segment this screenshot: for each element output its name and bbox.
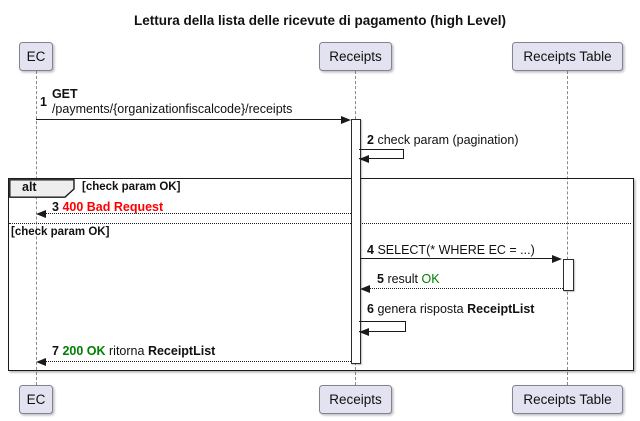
message-6-text: genera risposta [377,302,464,316]
participant-ec-bottom: EC [19,385,53,414]
message-6-self-arrow [359,321,406,322]
message-1-number: 1 [40,95,47,109]
message-6-object-text: ReceiptList [467,302,535,316]
message-2-self-arrow [403,149,404,159]
message-3-return-arrow [44,213,351,214]
alt-guard-else: [check param OK] [11,226,110,238]
message-6-label: 6 genera risposta ReceiptList [367,302,534,316]
message-7-status-text: 200 OK [62,344,106,358]
message-3-arrowhead-icon [36,209,46,218]
message-7-number: 7 [52,344,59,358]
message-7-text: ritorna [109,344,145,358]
message-5-label: 5 result OK [377,272,440,286]
participant-receipts-top: Receipts [319,42,392,71]
message-7-object-text: ReceiptList [147,344,216,358]
participant-receipts-table-top: Receipts Table [512,42,623,71]
participant-ec-label: EC [26,49,46,64]
message-3-number: 3 [52,200,59,214]
message-2-self-arrow [359,158,404,159]
message-4-arrowhead-icon [552,254,562,263]
message-3-label: 3 400 Bad Request [52,200,163,214]
participant-receipts-label: Receipts [329,392,382,407]
message-2-text: check param (pagination) [377,133,519,147]
participant-ec-top: EC [19,42,53,71]
message-6-self-arrow [405,321,406,331]
alt-else-divider [9,223,631,224]
message-7-arrowhead-icon [36,357,46,366]
message-2-number: 2 [367,133,374,147]
activation-bar-receipts-table [562,259,574,291]
message-2-label: 2 check param (pagination) [367,133,518,147]
participant-receipts-table-bottom: Receipts Table [512,385,623,414]
message-5-arrowhead-icon [360,284,370,293]
message-5-return-arrow [369,288,563,289]
participant-ec-label: EC [26,392,46,407]
message-7-return-arrow [44,361,351,362]
message-5-number: 5 [377,272,384,286]
lifeline-receipts-table [567,71,568,385]
message-6-self-arrow [359,331,406,332]
alt-frame [8,178,634,371]
message-1-label: 1 GET /payments/{organizationfiscalcode}… [40,87,292,117]
message-1-path: /payments/{organizationfiscalcode}/recei… [51,102,293,116]
participant-receipts-label: Receipts [329,49,382,64]
alt-guard-top: [check param OK] [82,181,181,193]
message-2-self-arrow [359,149,404,150]
message-1-arrow [36,119,342,120]
message-4-number: 4 [367,243,374,257]
message-1-method: GET [51,87,78,101]
message-6-number: 6 [367,302,374,316]
activation-bar-receipts [350,119,361,364]
message-7-label: 7 200 OK ritorna ReceiptList [52,344,215,358]
message-5-text: result [387,272,419,286]
alt-operator-pentagon [9,179,75,198]
alt-operator-label: alt [22,180,37,194]
message-3-error-text: 400 Bad Request [62,200,164,214]
message-4-arrow [360,258,553,259]
lifeline-ec [35,71,37,385]
participant-receipts-table-label: Receipts Table [523,392,612,407]
message-1-arrowhead-icon [341,115,351,124]
message-4-text: SELECT(* WHERE EC = ...) [377,243,535,257]
message-6-arrowhead-icon [359,327,369,336]
diagram-title: Lettura della lista delle ricevute di pa… [133,13,507,28]
participant-receipts-bottom: Receipts [319,385,392,414]
message-5-status-text: OK [421,272,440,286]
participant-receipts-table-label: Receipts Table [523,49,612,64]
message-2-arrowhead-icon [359,154,369,163]
message-4-label: 4 SELECT(* WHERE EC = ...) [367,243,535,257]
